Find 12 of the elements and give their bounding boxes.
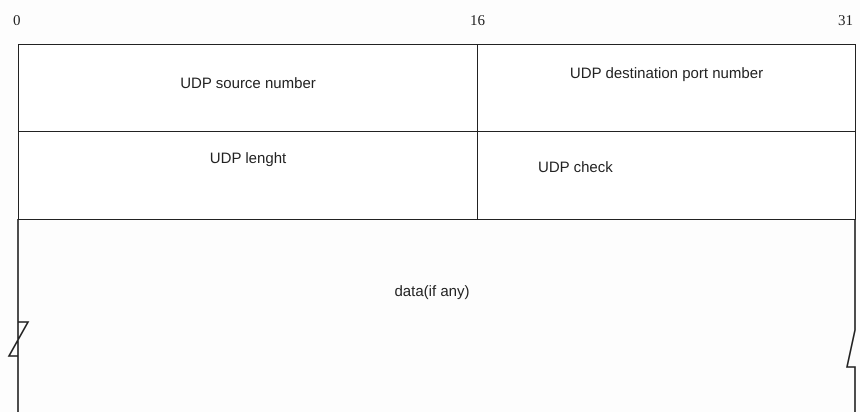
bit-number: 31 xyxy=(838,12,853,31)
field-label: UDP destination port number xyxy=(570,65,764,84)
field-label: UDP check xyxy=(538,159,613,178)
field-box xyxy=(477,44,856,132)
field-label: UDP lenght xyxy=(210,150,286,169)
field-label: UDP source number xyxy=(180,75,316,94)
field-box xyxy=(477,131,856,220)
field-label: data(if any) xyxy=(394,283,470,302)
bit-number: 16 xyxy=(470,12,485,31)
field-box xyxy=(18,131,478,220)
field-box xyxy=(18,44,478,132)
bit-number: 0 xyxy=(13,12,20,31)
